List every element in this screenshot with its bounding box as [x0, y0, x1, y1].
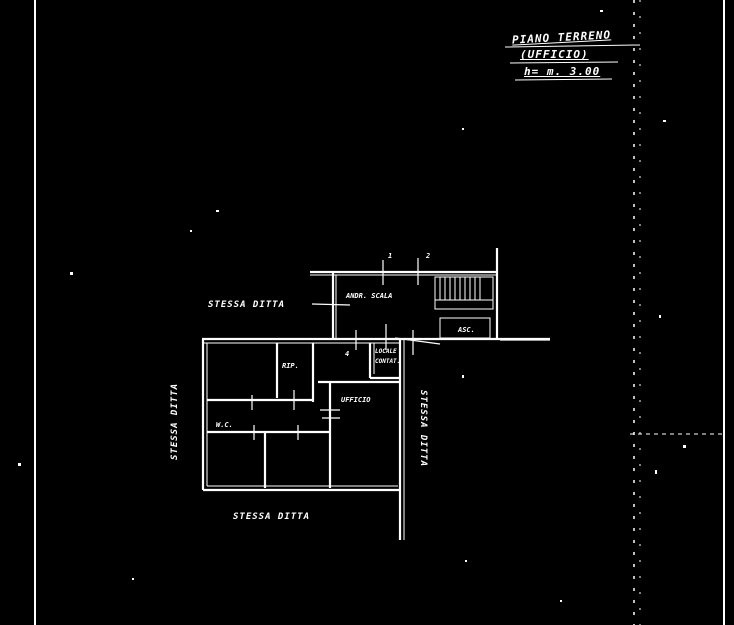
- door-marks: [251, 258, 550, 440]
- room-label-lift: ASC.: [458, 326, 475, 334]
- room-label-meter-2: CONTAT.: [375, 358, 401, 365]
- room-label-storage: RIP.: [282, 362, 299, 370]
- section-mark-1: 1: [388, 252, 393, 260]
- walls: [201, 248, 550, 540]
- staircase: [434, 276, 494, 339]
- neighbour-label-bottom: STESSA DITTA: [233, 512, 311, 522]
- neighbour-label-right: STESSA DITTA: [418, 390, 428, 468]
- room-label-wc: W.C.: [216, 421, 233, 429]
- title-height: h= m. 3.00: [524, 65, 601, 78]
- section-mark-4: 4: [345, 350, 350, 358]
- room-label-office: UFFICIO: [341, 396, 371, 404]
- room-label-hall: ANDR. SCALA: [346, 292, 393, 300]
- section-mark-2: 2: [426, 252, 431, 260]
- title-use: (UFFICIO): [520, 48, 589, 61]
- scan-speckles: [18, 10, 686, 602]
- neighbour-label-top: STESSA DITTA: [208, 300, 286, 310]
- neighbour-label-left: STESSA DITTA: [170, 382, 180, 460]
- room-label-meter-1: LOCALE: [375, 348, 397, 355]
